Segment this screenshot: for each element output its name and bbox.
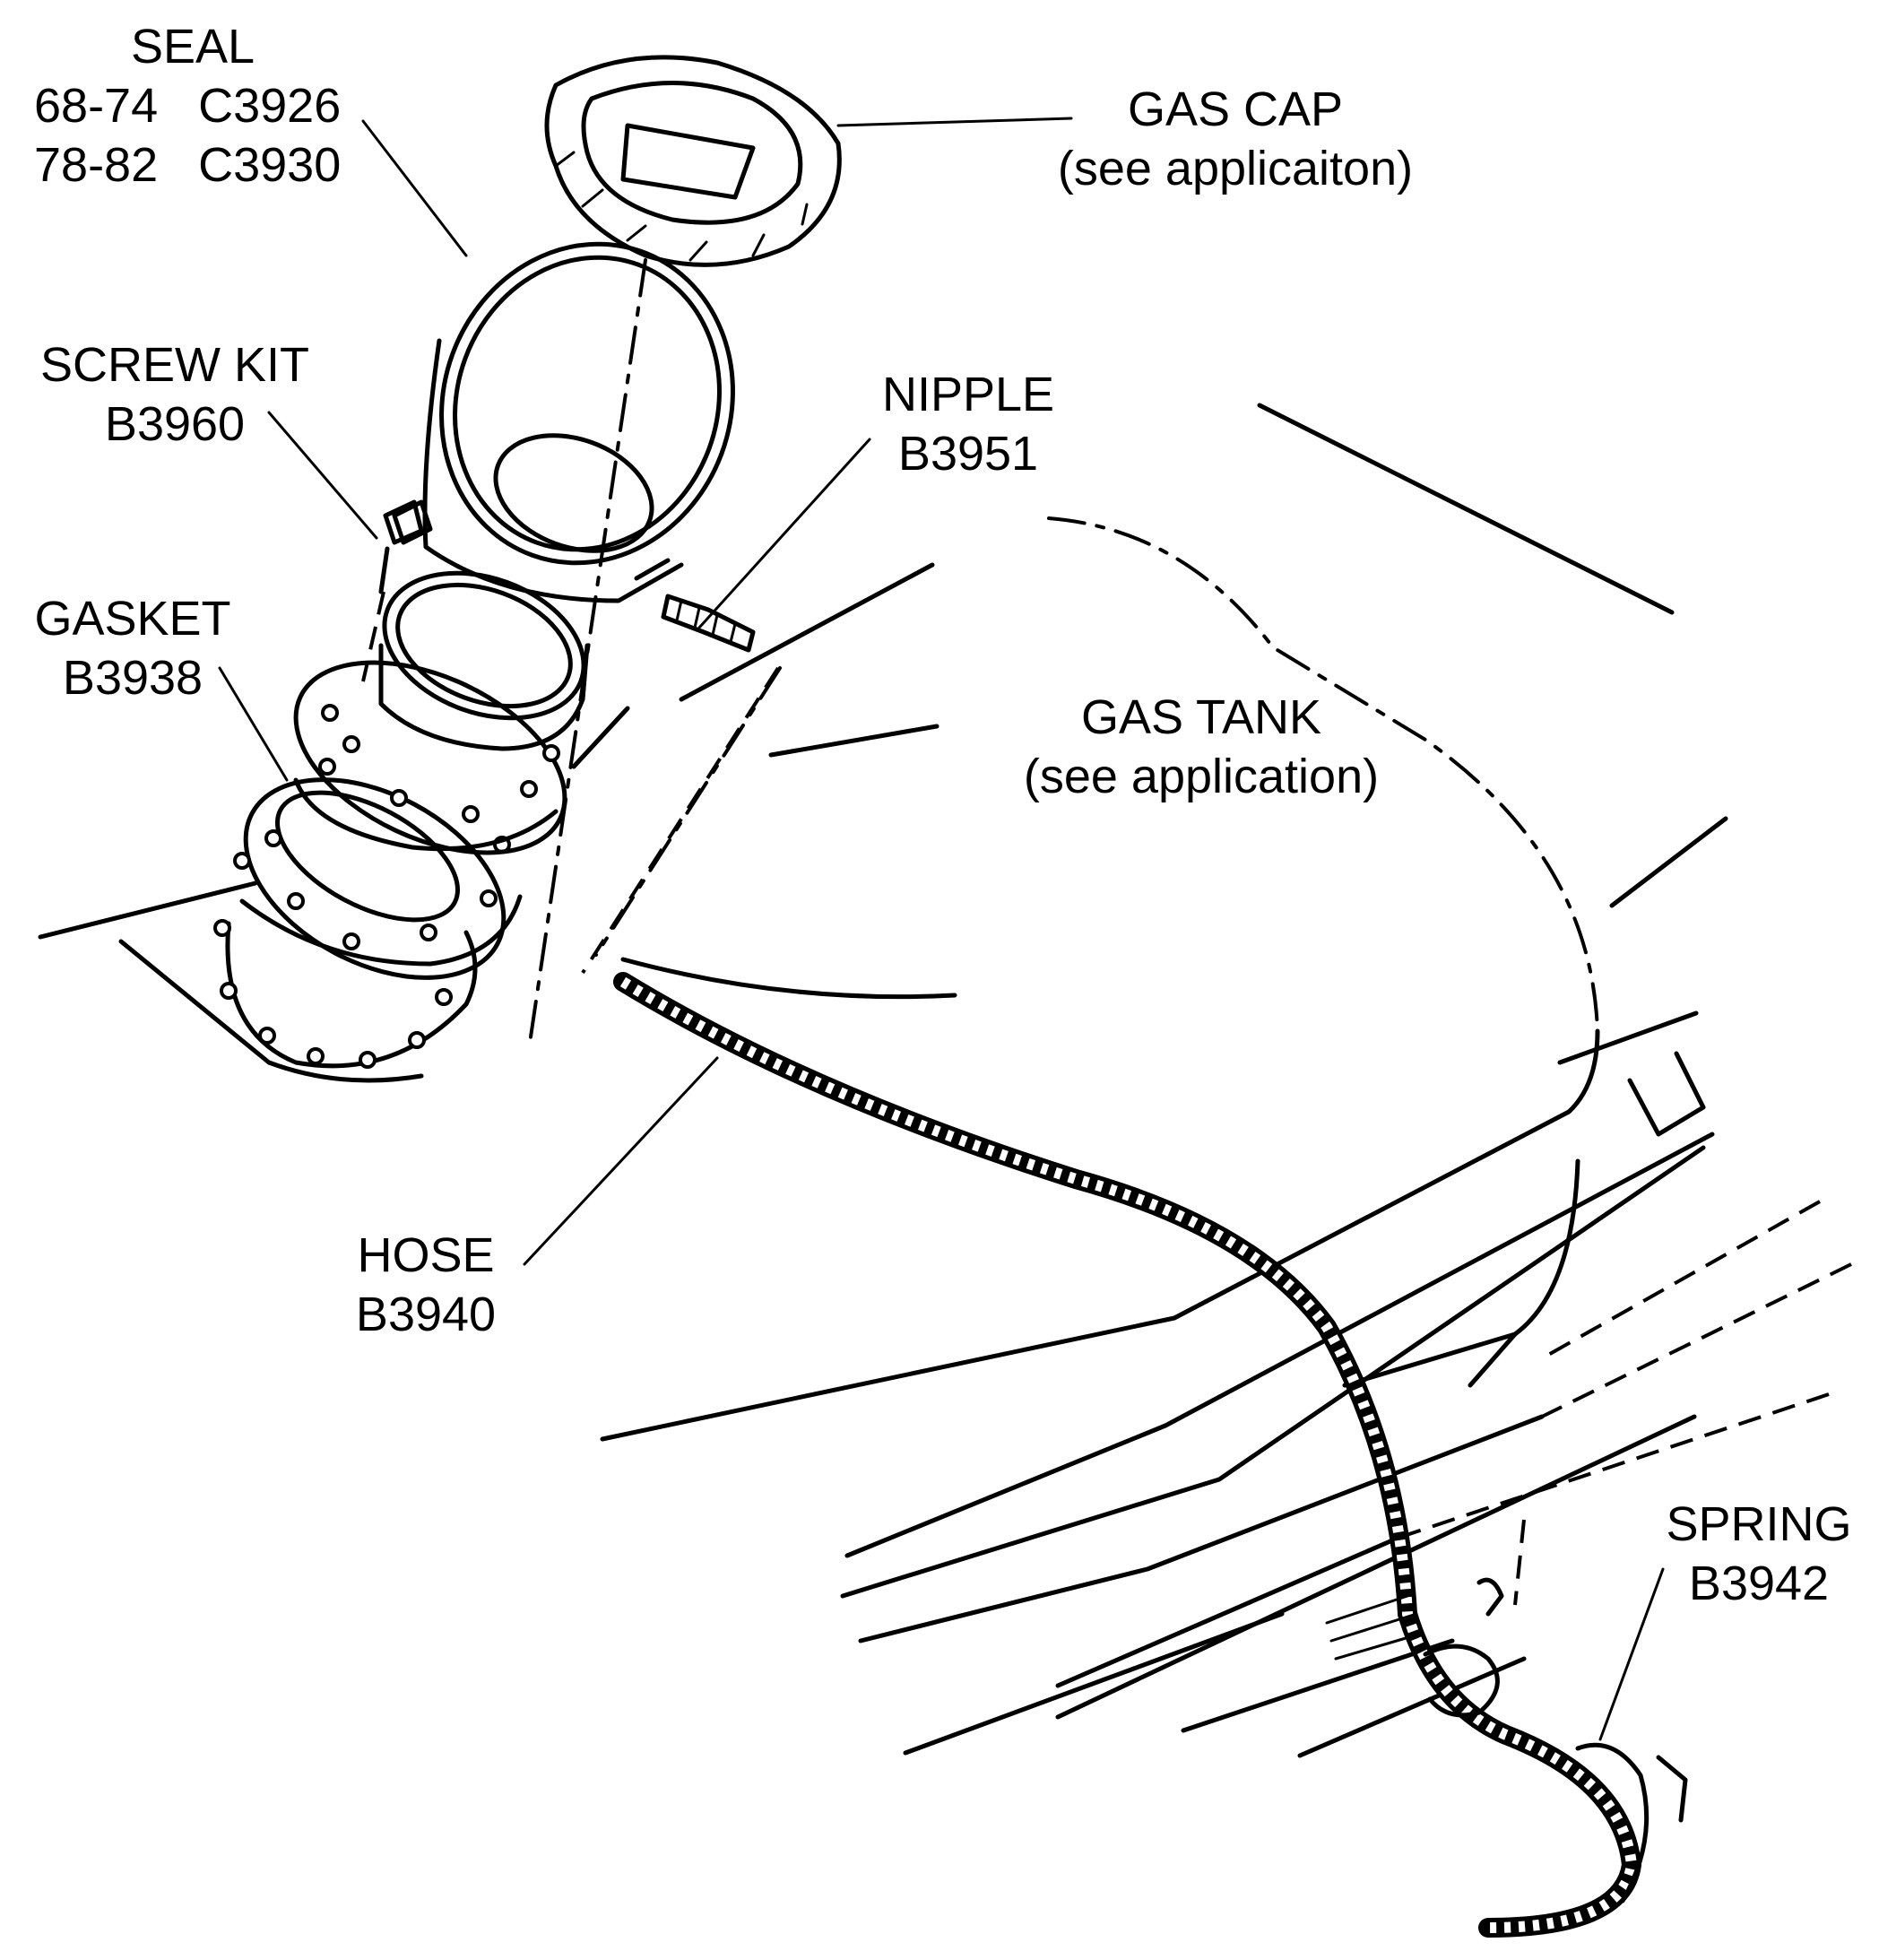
gas-tank-title: GAS TANK — [1080, 690, 1322, 744]
nipple-to-hose-line — [594, 666, 782, 957]
gas-cap-title: GAS CAP — [1127, 82, 1344, 136]
hose-title: HOSE — [357, 1228, 495, 1282]
screw-kit-title: SCREW KIT — [39, 338, 310, 392]
seal-drawing — [392, 241, 735, 603]
upper-flange-drawing — [293, 660, 567, 855]
neck-collar-drawing — [378, 570, 590, 751]
nipple-drawing — [661, 594, 756, 653]
nipple-part: B3951 — [897, 427, 1039, 481]
seal-title: SEAL — [130, 20, 255, 74]
assembly-centerline — [527, 258, 647, 1051]
spring-title: SPRING — [1666, 1497, 1852, 1551]
gas-cap-note: (see applicaiton) — [1057, 142, 1414, 195]
spring-part: B3942 — [1688, 1557, 1830, 1610]
leader-lines — [218, 117, 1665, 1741]
gas-tank-note: (see application) — [1023, 750, 1380, 803]
gas-cap-drawing — [544, 55, 842, 267]
hose-part: B3940 — [355, 1288, 497, 1341]
gasket-title: GASKET — [34, 592, 231, 646]
screw-kit-drawing — [361, 499, 424, 682]
screw-kit-part: B3960 — [104, 397, 246, 451]
gas-tank-drawing — [571, 403, 1852, 1758]
seal-part-line-1: 68-74 C3926 — [34, 79, 342, 133]
spring-drawing — [1325, 1577, 1688, 1904]
filler-neck-base-drawing — [38, 880, 478, 1083]
gasket-part: B3938 — [62, 651, 203, 705]
lower-gasket-drawing — [233, 777, 523, 980]
seal-part-line-2: 78-82 C3930 — [34, 138, 342, 192]
nipple-title: NIPPLE — [881, 368, 1055, 421]
hose-drawing — [613, 972, 1642, 1938]
